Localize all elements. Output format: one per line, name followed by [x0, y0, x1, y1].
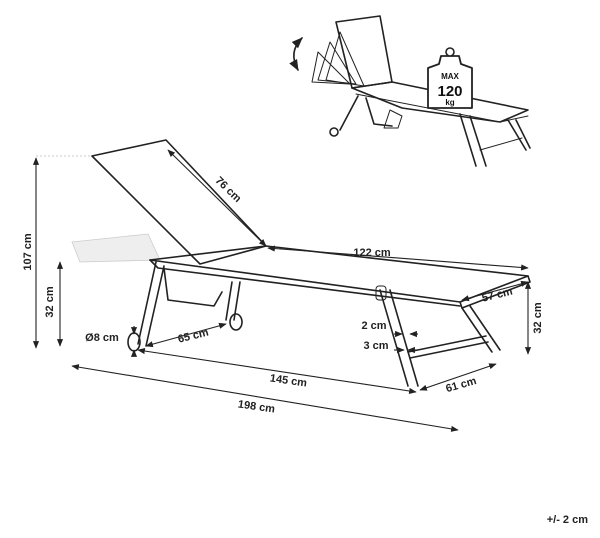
main-lounger-illustration [71, 139, 531, 387]
gap-2-label: 2 cm [361, 320, 386, 332]
height-107-label: 107 cm [22, 233, 34, 271]
seat-length-122-label: 122 cm [353, 247, 391, 259]
max-weight-label: MAX [441, 72, 459, 81]
length-198-label: 198 cm [237, 398, 276, 415]
rear-leg-65-label: 65 cm [177, 326, 210, 345]
front-height-32-label: 32 cm [532, 302, 544, 333]
wheel-8-label: Ø8 cm [85, 332, 119, 344]
inset-lounger-illustration [289, 15, 531, 167]
tolerance-note: +/- 2 cm [547, 514, 588, 526]
max-weight-unit: kg [445, 98, 454, 107]
gap-3-label: 3 cm [363, 340, 388, 352]
dimension-labels: 107 cm 32 cm 76 cm 122 cm 57 cm 32 cm Ø8… [22, 175, 544, 416]
max-weight-icon: MAX 120 kg [427, 47, 473, 109]
seat-height-32-label: 32 cm [44, 286, 56, 317]
backrest-76-label: 76 cm [213, 175, 244, 205]
length-145-label: 145 cm [269, 372, 308, 389]
front-leg-61-label: 61 cm [445, 375, 479, 395]
width-57-label: 57 cm [481, 285, 514, 304]
max-weight-value: 120 [437, 83, 462, 100]
dimension-lines [32, 149, 532, 432]
